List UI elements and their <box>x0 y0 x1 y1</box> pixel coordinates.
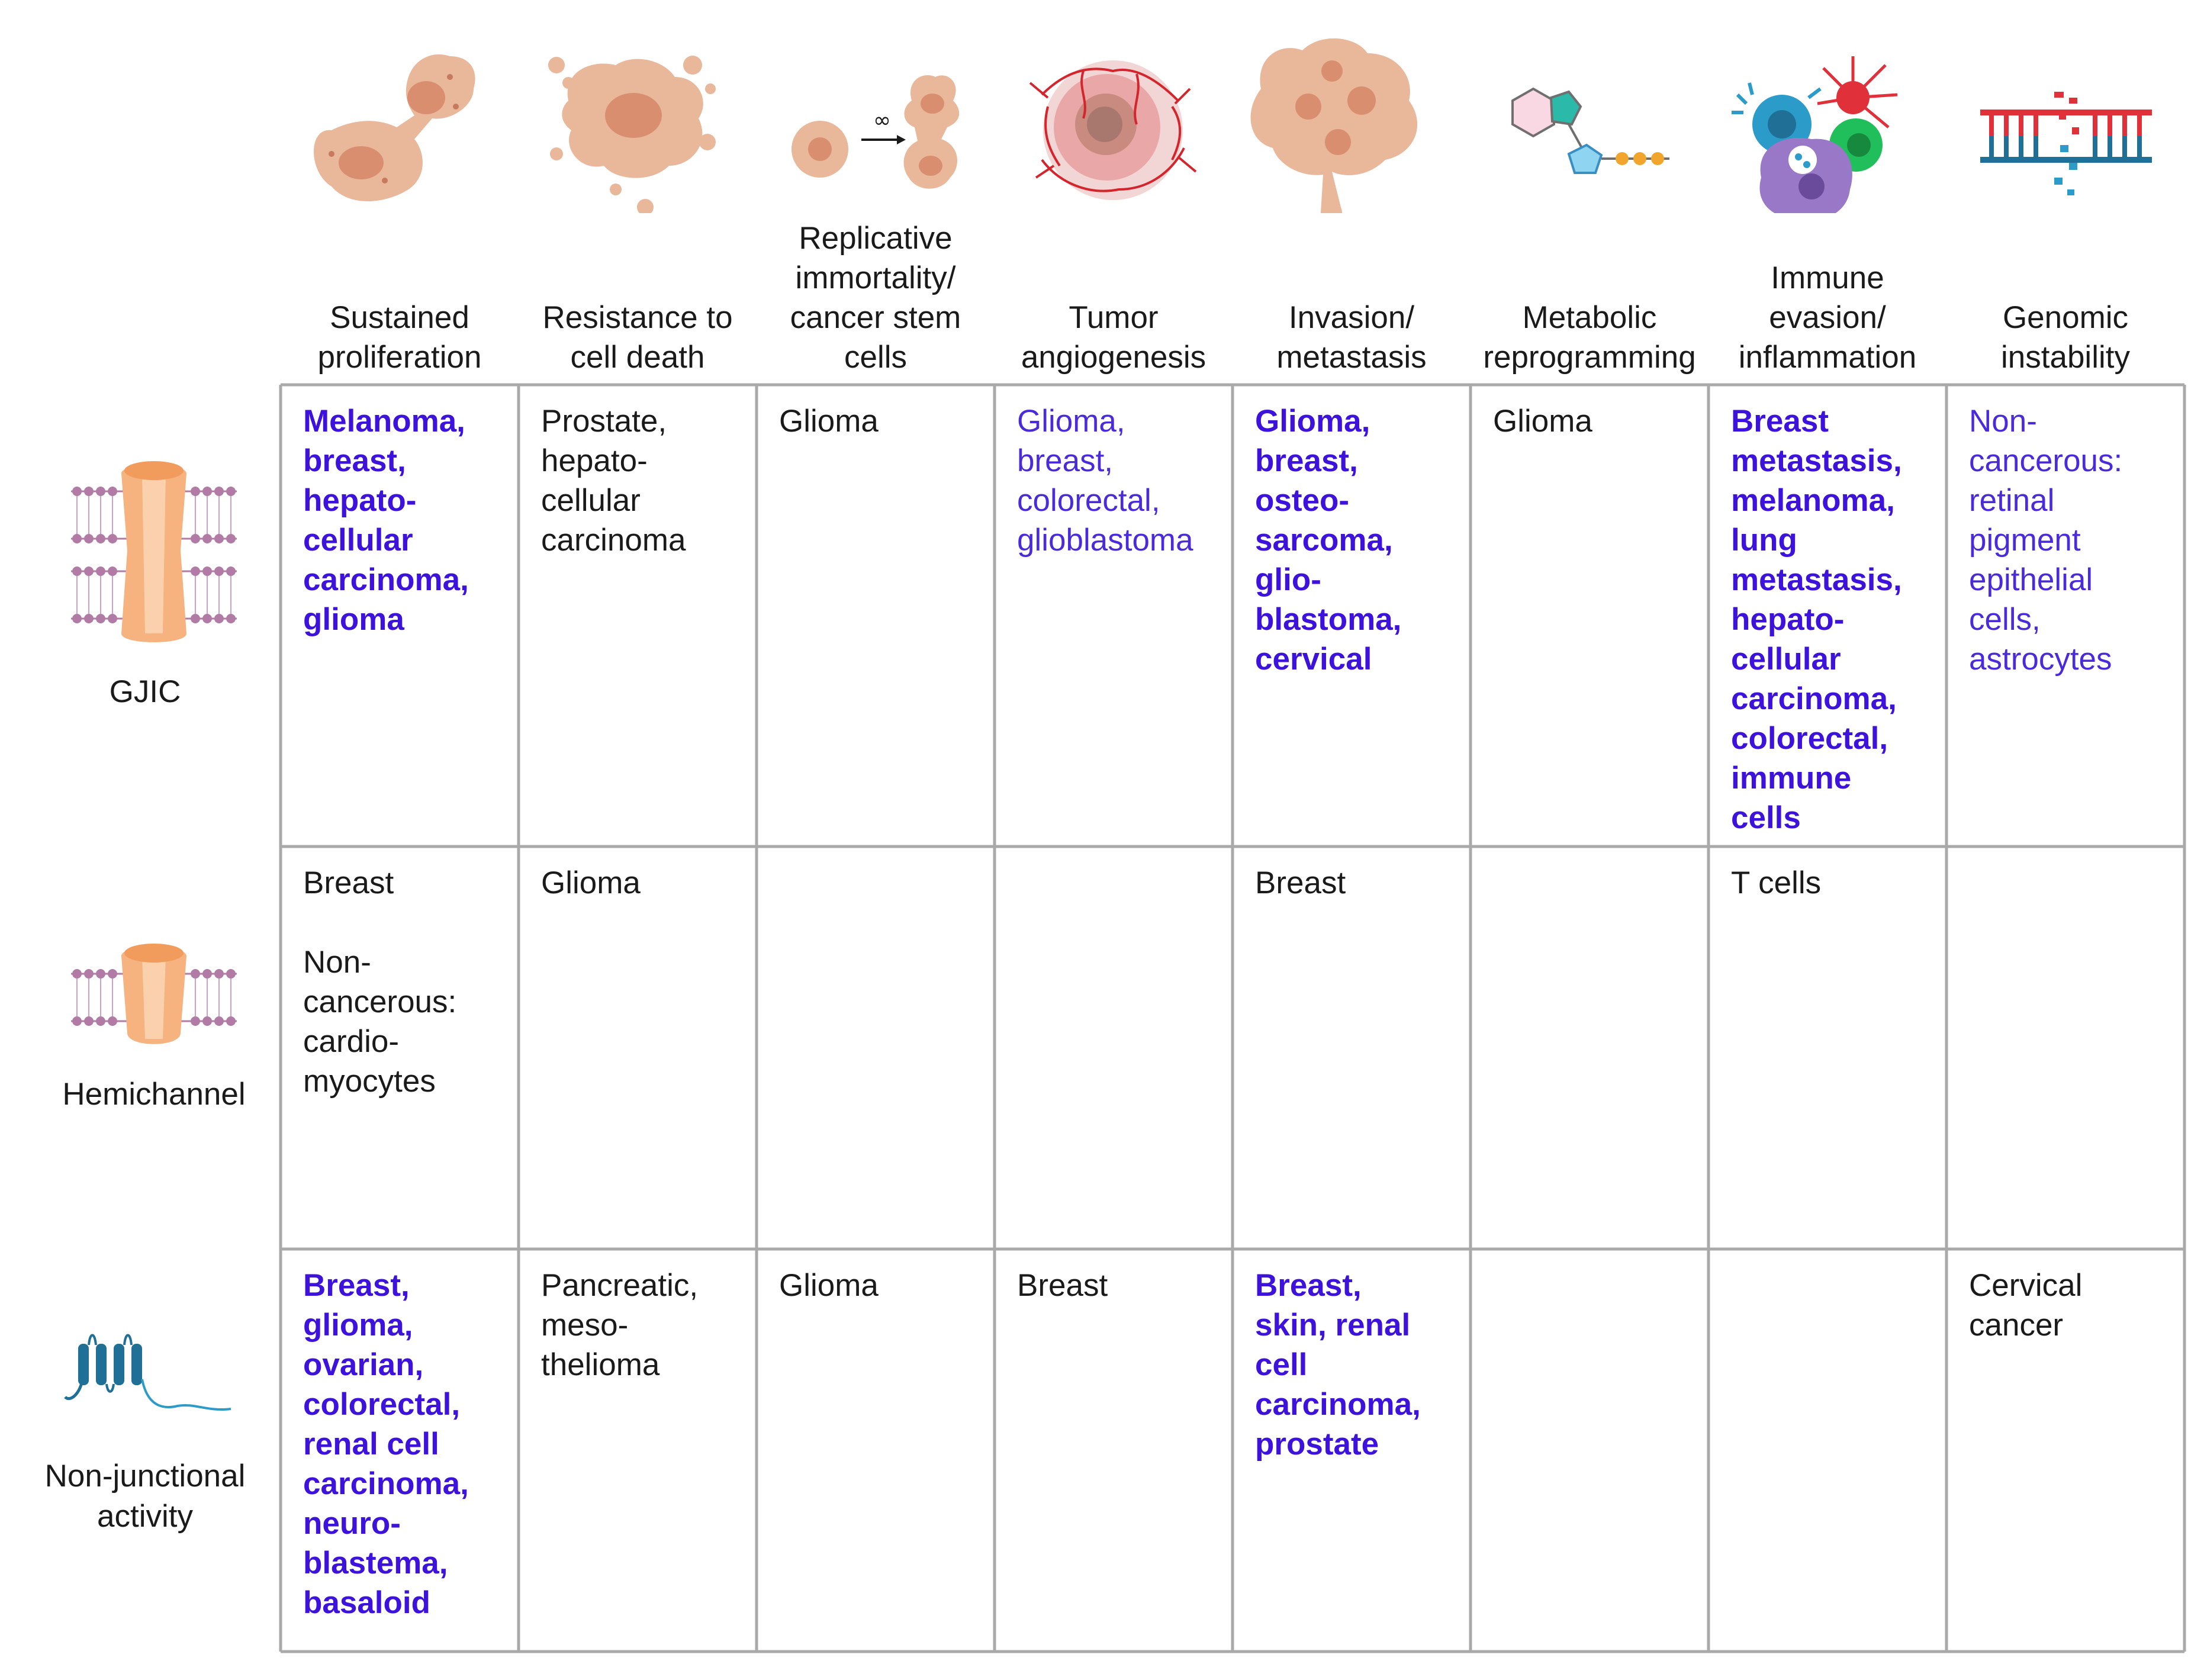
row-label-non-junctional: Non-junctional activity <box>44 1459 246 1534</box>
table-cell <box>995 847 1233 1249</box>
column-header-label: Immune evasion/ inflammation <box>1738 260 1917 375</box>
row-label-hemichannel: Hemichannel <box>62 1077 246 1112</box>
table-cell: Glioma <box>779 404 879 439</box>
column-header-5: Invasion/ metastasis <box>1231 213 1472 382</box>
column-header-label: Metabolic reprogramming <box>1483 300 1696 375</box>
column-header-6: Metabolic reprogramming <box>1469 213 1710 382</box>
metabolite-molecule-icon <box>1511 87 1669 174</box>
row-label-gjic: GJIC <box>109 674 181 709</box>
table-cell: Prostate, hepato- cellular carcinoma <box>541 404 686 558</box>
invading-cell-icon <box>1250 38 1418 213</box>
column-header-label: Invasion/ metastasis <box>1276 300 1427 375</box>
table-cell <box>1471 1249 1708 1652</box>
table-cell: Cervical cancer <box>1969 1268 2083 1343</box>
table-cell: Glioma <box>779 1268 879 1303</box>
proliferating-cells-icon <box>314 54 475 201</box>
column-header-label: Tumor angiogenesis <box>1021 300 1206 375</box>
table-cell: Glioma <box>541 865 641 900</box>
table-cell: T cells <box>1731 865 1822 900</box>
table-cell: Melanoma, breast, hepato- cellular carci… <box>303 404 469 637</box>
table-cell: Glioma, breast, osteo- sarcoma, glio- bl… <box>1255 404 1402 677</box>
table-cell <box>1708 1249 1946 1652</box>
infinity-symbol: ∞ <box>873 108 891 133</box>
column-header-label: Sustained proliferation <box>317 300 482 375</box>
table-cell: Breast, glioma, ovarian, colorectal, ren… <box>303 1268 469 1620</box>
table-cell: Non- cancerous: retinal pigment epitheli… <box>1969 404 2123 677</box>
column-header-2: Resistance to cell death <box>517 213 758 382</box>
transmembrane-protein-icon <box>64 1334 231 1411</box>
immortal-cell-icon: ∞ <box>791 75 960 189</box>
hemichannel-icon <box>71 944 237 1044</box>
vascularized-tumor-icon <box>1029 60 1197 200</box>
table-cell <box>1946 847 2184 1249</box>
column-header-8: Genomic instability <box>1945 213 2186 382</box>
table-cell: Glioma, breast, colorectal, glioblastoma <box>1017 404 1193 558</box>
table-cell: Breast <box>1255 865 1346 900</box>
table-cell: Pancreatic, meso- thelioma <box>541 1268 699 1382</box>
immune-cells-icon <box>1732 56 1898 213</box>
table-cell <box>1471 847 1708 1249</box>
table-cell: Glioma <box>1493 404 1592 439</box>
column-header-label: Genomic instability <box>2001 300 2130 375</box>
table-cell: Breast, skin, renal cell carcinoma, pros… <box>1255 1268 1421 1462</box>
resistant-cell-icon <box>548 56 716 213</box>
table-cell: Breast Non- cancerous: cardio- myocytes <box>303 865 457 1099</box>
column-header-1: Sustained proliferation <box>279 213 520 382</box>
column-header-label: Resistance to cell death <box>542 300 733 375</box>
table-cell: Breast metastasis, melanoma, lung metast… <box>1731 404 1902 835</box>
column-header-3: Replicative immortality/ cancer stem cel… <box>755 213 996 382</box>
gap-junction-icon <box>71 461 237 642</box>
column-header-label: Replicative immortality/ cancer stem cel… <box>790 221 961 375</box>
column-header-7: Immune evasion/ inflammation <box>1707 213 1948 382</box>
broken-dna-icon <box>1980 92 2152 195</box>
column-header-4: Tumor angiogenesis <box>993 213 1234 382</box>
table-cell: Breast <box>1017 1268 1108 1303</box>
header-icons: ∞ <box>314 38 2152 213</box>
table-cell <box>757 847 995 1249</box>
